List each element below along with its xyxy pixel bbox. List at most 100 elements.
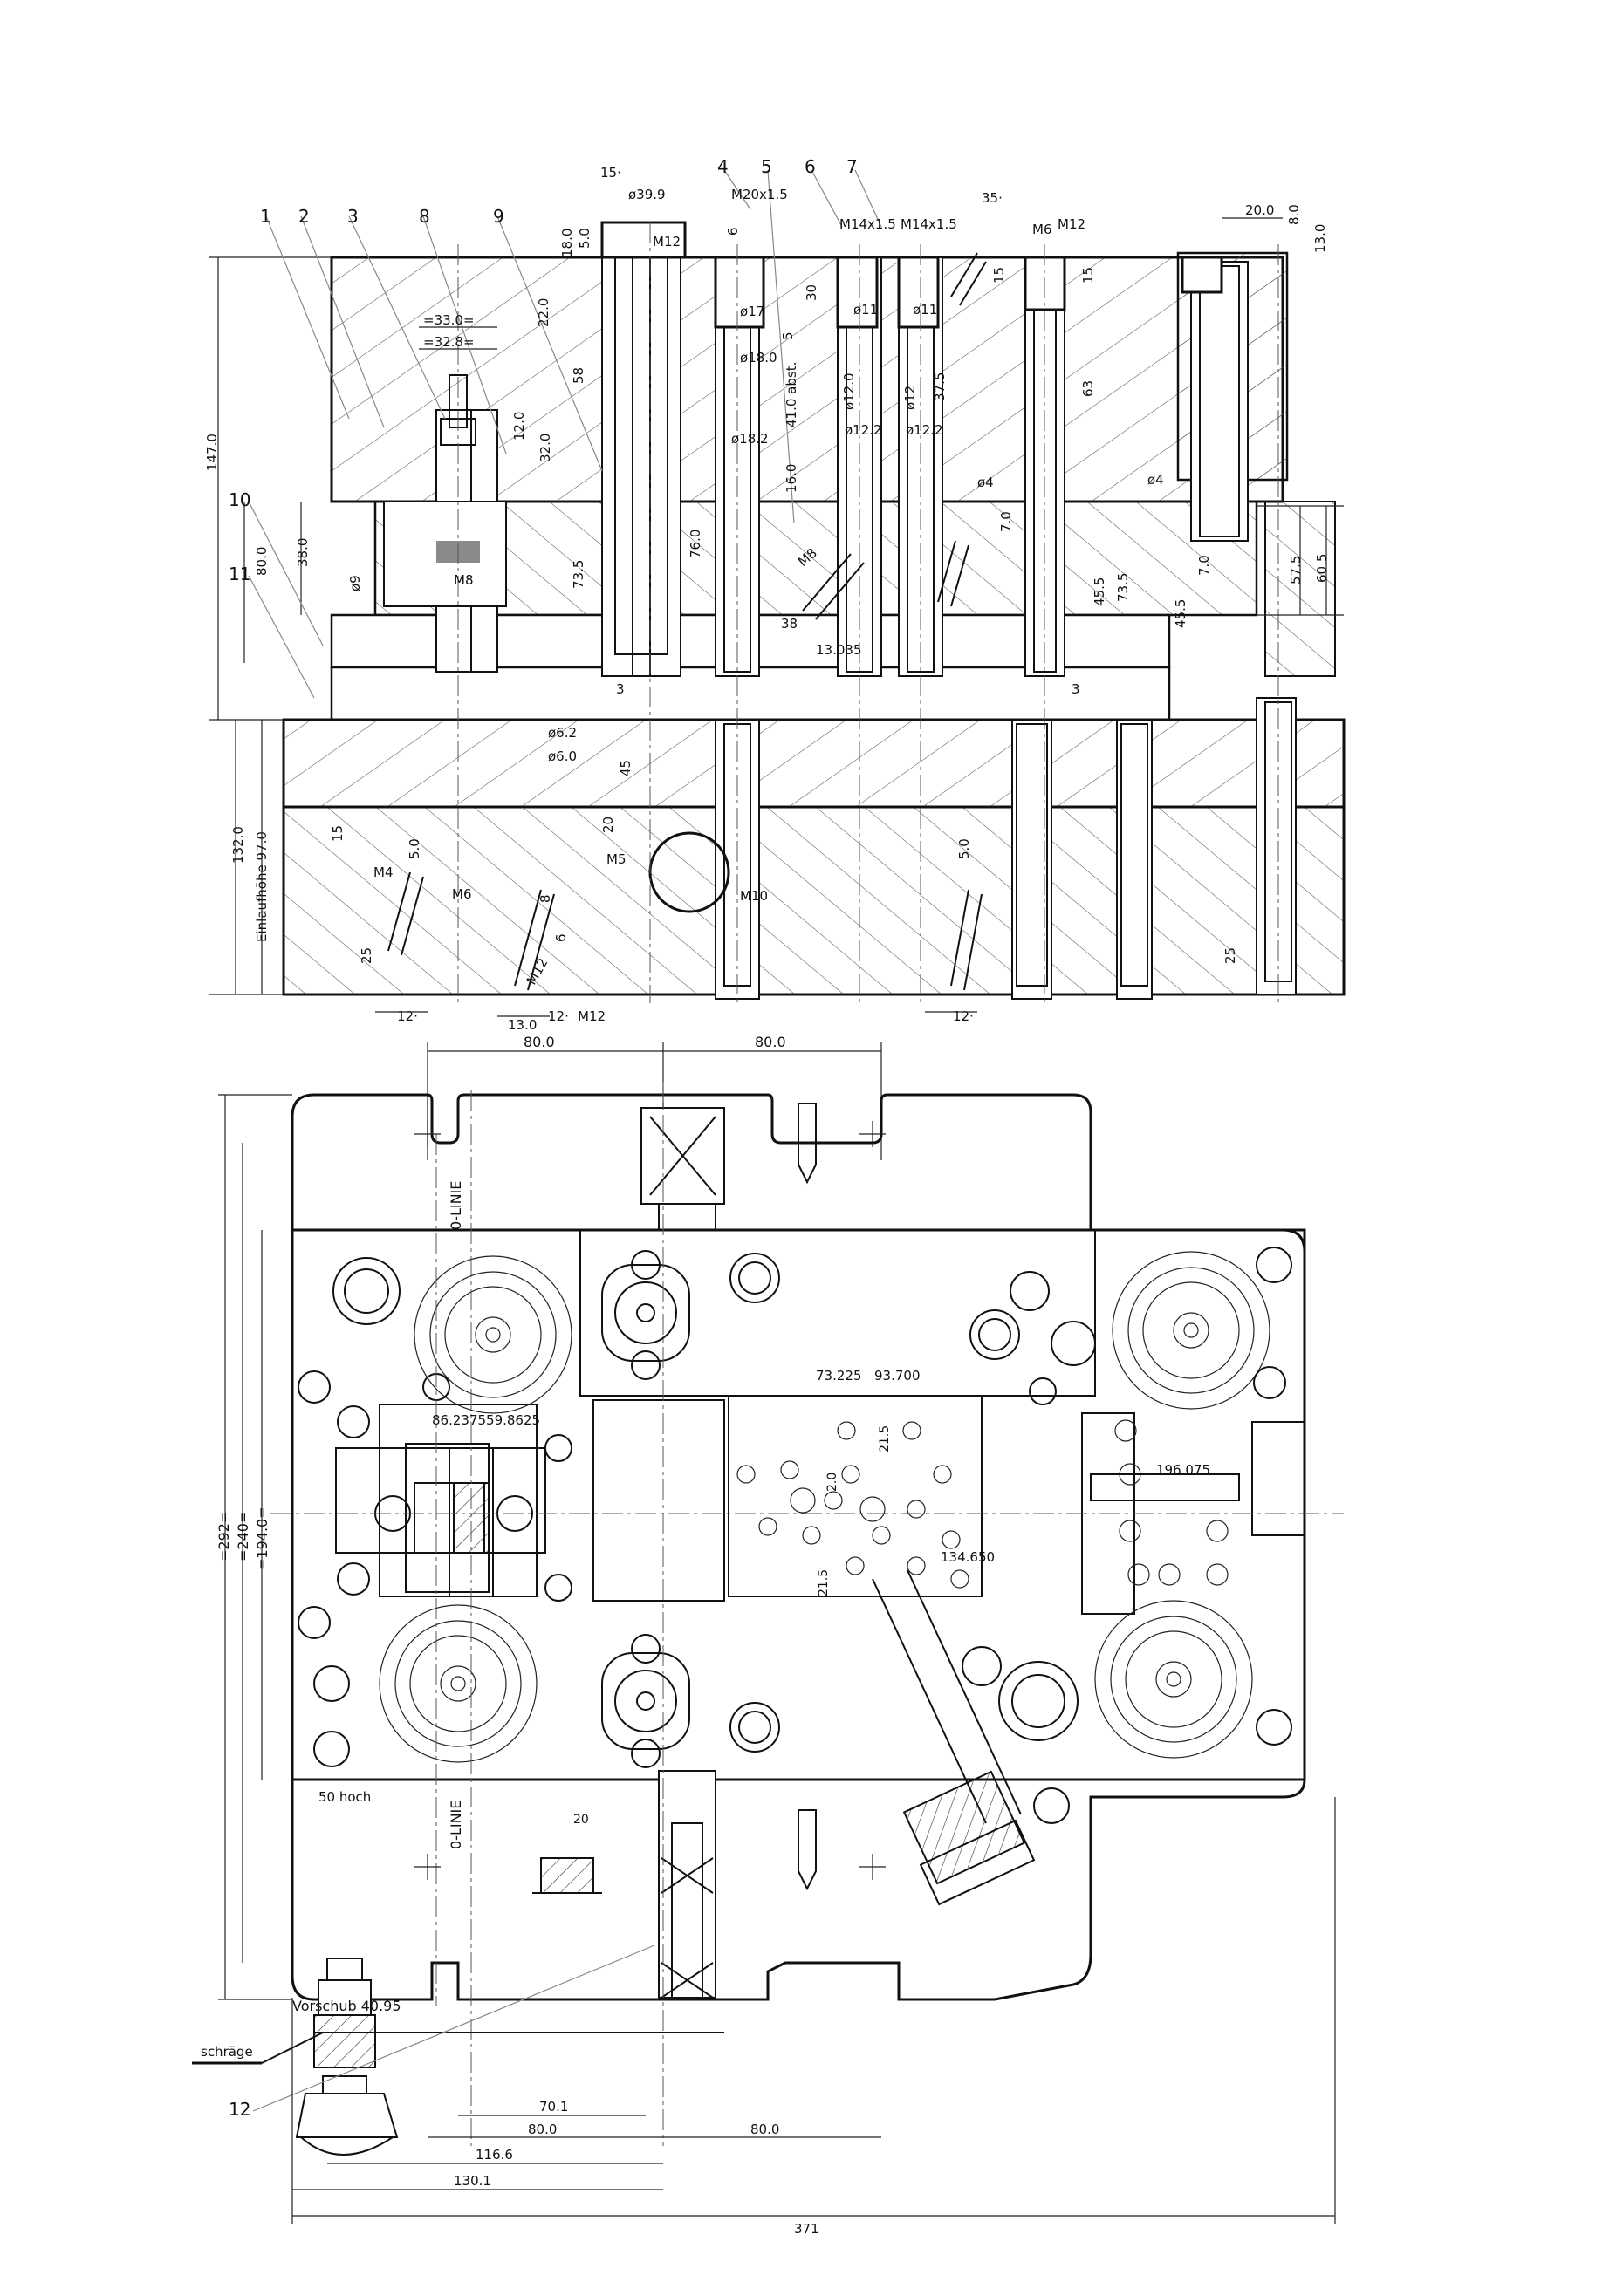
dim-15: 15 <box>330 825 346 842</box>
dim-dia-6: ø6.0 <box>548 748 577 764</box>
dim-dia-17: ø17 <box>740 304 764 319</box>
dim-m10: M10 <box>740 888 768 904</box>
dim-30: 30 <box>804 284 819 301</box>
dim-45-5-b: 45.5 <box>1173 599 1188 628</box>
dim-80-bottom-right: 80.0 <box>750 2122 779 2137</box>
dim-20-plan: 20 <box>573 1813 589 1827</box>
dim-25-b: 25 <box>1222 947 1238 964</box>
coord-86: 86.237559.8625 <box>432 1412 540 1428</box>
label-13: 13.0 <box>1312 224 1328 253</box>
label-8: 8.0 <box>1286 204 1302 225</box>
dim-dia-12-b: ø12 <box>902 386 918 410</box>
dim-3-b: 3 <box>1072 681 1080 697</box>
balloon-1: 1 <box>260 206 271 227</box>
dim-57-5: 57.5 <box>1288 556 1304 584</box>
balloon-9: 9 <box>493 206 504 227</box>
dim-147: 147.0 <box>204 434 220 471</box>
dim-58: 58 <box>571 367 586 384</box>
dim-21-5-b: 21.5 <box>817 1569 831 1596</box>
label-m6: M6 <box>1032 222 1052 237</box>
angle-12-c: 12· <box>953 1008 974 1024</box>
dim-41-abst: 41.0 abst. <box>784 362 799 427</box>
dim-3-a: 3 <box>616 681 625 697</box>
dim-dia-4-a: ø4 <box>977 475 994 490</box>
label-50-hoch: 50 hoch <box>318 1789 371 1805</box>
dim-25-a: 25 <box>359 947 374 964</box>
dim-38: 38.0 <box>295 538 311 567</box>
dim-13-c: 13.0 <box>508 1017 537 1033</box>
base-plate <box>282 805 1346 996</box>
plan-view: 80.0 80.0 <box>192 1034 1344 2237</box>
label-angle-15: 15· <box>600 165 621 181</box>
dim-32: 32.0 <box>538 434 553 462</box>
dim-130-1: 130.1 <box>454 2173 491 2189</box>
dim-m12-d: M12 <box>578 1008 606 1024</box>
balloon-10: 10 <box>229 489 250 510</box>
label-angle-35: 35· <box>982 190 1003 206</box>
dim-dia-18-2: ø18.2 <box>731 431 769 447</box>
dim-6-c: 6 <box>553 933 569 942</box>
dim-240: =240= <box>235 1512 251 1561</box>
angle-12-a: 12· <box>397 1008 418 1024</box>
angle-12-b: 12· <box>548 1008 569 1024</box>
dim-2: 2.0 <box>825 1473 839 1492</box>
balloon-2: 2 <box>298 206 310 227</box>
dim-32-8: =32.8= <box>423 334 475 350</box>
label-m20: M20x1.5 <box>731 187 788 202</box>
label-6: 6 <box>725 227 741 236</box>
dim-37-5: 37.5 <box>932 372 948 401</box>
balloon-11: 11 <box>229 564 250 584</box>
dim-80: 80.0 <box>254 547 270 576</box>
dim-15-d: 15 <box>1080 267 1096 284</box>
balloon-3: 3 <box>347 206 359 227</box>
dim-dia-6-2: ø6.2 <box>548 725 577 741</box>
dim-45-5: 45.5 <box>1092 577 1107 606</box>
dim-dia-4-b: ø4 <box>1147 472 1164 488</box>
dim-292: =292= <box>216 1512 232 1561</box>
dim-73-5-b: 73.5 <box>1115 573 1131 602</box>
dim-5: 5 <box>780 331 796 340</box>
dim-60-5: 60.5 <box>1314 554 1330 583</box>
dim-dia-18: ø18.0 <box>740 350 777 366</box>
coord-93: 93.700 <box>874 1368 921 1384</box>
die-plate <box>282 718 1346 809</box>
dim-76: 76.0 <box>688 530 703 558</box>
balloon-5: 5 <box>761 156 772 177</box>
dim-7-b: 7.0 <box>1196 555 1212 576</box>
dim-m6: M6 <box>452 886 472 902</box>
label-m12-b: M12 <box>653 234 681 249</box>
dim-dia-12-c: ø12.2 <box>845 422 882 438</box>
o-linie-bottom: 0-LINIE <box>448 1801 464 1849</box>
dim-22: 22.0 <box>536 298 551 327</box>
balloon-7: 7 <box>846 156 858 177</box>
balloon-8: 8 <box>419 206 430 227</box>
inner-plate <box>291 1228 1306 1781</box>
label-m14-b: M14x1.5 <box>901 216 957 232</box>
dim-einlaufhoehe: Einlaufhöhe 97.0 <box>254 831 270 942</box>
dim-8-c: 8 <box>538 894 553 903</box>
dim-70-1: 70.1 <box>539 2099 568 2115</box>
label-dia-39-9: ø39.9 <box>628 187 666 202</box>
dim-80-top-right: 80.0 <box>755 1034 786 1050</box>
dim-5-a: 5.0 <box>407 838 422 859</box>
dim-m4: M4 <box>373 864 394 880</box>
dim-dia-9: ø9 <box>347 575 363 591</box>
coord-73: 73.225 <box>816 1368 862 1384</box>
dim-m5: M5 <box>606 851 627 867</box>
label-vorschub: Vorschub 40.95 <box>292 1998 401 2014</box>
dim-15-c: 15 <box>991 267 1007 284</box>
dim-m8: M8 <box>454 572 474 588</box>
dim-dia-11-b: ø11 <box>913 302 937 318</box>
o-linie-top: 0-LINIE <box>448 1181 464 1230</box>
label-m14-a: M14x1.5 <box>839 216 896 232</box>
balloon-12: 12 <box>229 2099 250 2120</box>
dim-dia-11-a: ø11 <box>853 302 878 318</box>
dim-33: =33.0= <box>423 312 475 328</box>
dim-dia-12-a: ø12.0 <box>841 372 857 410</box>
dim-12: 12.0 <box>511 412 527 441</box>
dim-5-b: 5.0 <box>956 838 972 859</box>
label-5: 5.0 <box>577 228 592 249</box>
dim-73-5: 73.5 <box>571 560 586 589</box>
label-m12: M12 <box>1058 216 1085 232</box>
